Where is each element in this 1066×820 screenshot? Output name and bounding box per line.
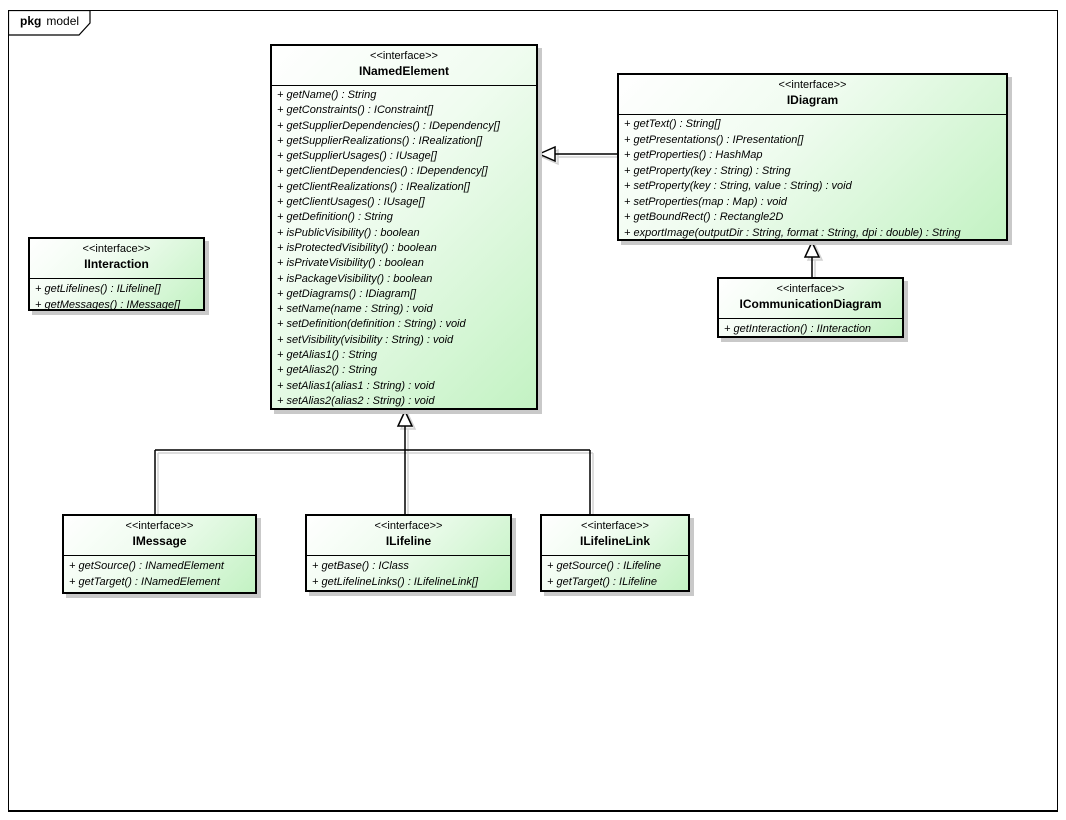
stereotype-label: <<interface>> xyxy=(370,50,438,62)
method-item: + getBase() : IClass xyxy=(312,560,409,572)
method-item: + setDefinition(definition : String) : v… xyxy=(277,318,466,331)
operations-compartment: + getName() : String + getConstraints() :… xyxy=(272,86,536,409)
package-tab xyxy=(8,10,91,36)
method-item: + getMessages() : IMessage[] xyxy=(35,299,181,311)
method-item: + setName(name : String) : void xyxy=(277,303,433,316)
method-item: + getTarget() : INamedElement xyxy=(69,576,220,588)
operations-compartment: + getText() : String[] + getPresentations… xyxy=(619,115,1006,241)
method-item: + getText() : String[] xyxy=(624,118,721,130)
method-item: + getProperties() : HashMap xyxy=(624,149,763,161)
method-item: + isPublicVisibility() : boolean xyxy=(277,226,420,239)
method-item: + exportImage(outputDir : String, format… xyxy=(624,226,961,239)
stereotype-label: <<interface>> xyxy=(778,79,847,91)
operations-compartment: + getLifelines() : ILifeline[] + getMessa… xyxy=(30,279,203,313)
method-item: + isPackageVisibility() : boolean xyxy=(277,272,433,285)
method-item: + getClientDependencies() : IDependency[… xyxy=(277,165,488,178)
class-name: IInteraction xyxy=(84,257,149,271)
generalization-arrowhead-icon xyxy=(803,240,821,258)
generalization-arrowhead-icon xyxy=(396,409,414,427)
stereotype-label: <<interface>> xyxy=(581,520,649,532)
method-item: + getSupplierDependencies() : IDependenc… xyxy=(277,119,500,132)
class-name: IDiagram xyxy=(786,93,839,107)
class-header: <<interface>> ILifelineLink xyxy=(542,516,688,556)
class-header: <<interface>> ICommunicationDiagram xyxy=(719,279,902,319)
method-item: + setProperties(map : Map) : void xyxy=(624,195,787,208)
method-item: + getBoundRect() : Rectangle2D xyxy=(624,211,784,223)
method-item: + getConstraints() : IConstraint[] xyxy=(277,104,434,117)
method-item: + getSource() : INamedElement xyxy=(69,560,224,572)
method-item: + getAlias1() : String xyxy=(277,349,377,362)
method-item: + setAlias2(alias2 : String) : void xyxy=(277,394,435,407)
stereotype-label: <<interface>> xyxy=(776,283,845,295)
method-item: + getAlias2() : String xyxy=(277,364,377,377)
method-item: + setProperty(key : String, value : Stri… xyxy=(624,180,852,192)
method-item: + getSupplierUsages() : IUsage[] xyxy=(277,150,437,163)
stereotype-label: <<interface>> xyxy=(374,520,443,532)
generalization-arrowhead-icon xyxy=(537,145,556,163)
generalization-icommunicationdiagram-to-idiagram[interactable] xyxy=(803,240,821,277)
method-item: + getProperty(key : String) : String xyxy=(624,164,791,177)
class-header: <<interface>> INamedElement xyxy=(272,46,536,86)
method-item: + getInteraction() : IInteraction xyxy=(724,323,872,335)
method-item: + getLifelineLinks() : ILifelineLink[] xyxy=(312,576,479,588)
interface-ilifelinelink[interactable]: <<interface>> ILifelineLink + getSource(… xyxy=(540,514,690,592)
method-item: + isProtectedVisibility() : boolean xyxy=(277,241,437,254)
operations-compartment: + getSource() : ILifeline + getTarget() :… xyxy=(542,556,688,590)
method-item: + isPrivateVisibility() : boolean xyxy=(277,257,424,270)
package-keyword: pkg xyxy=(20,14,42,28)
interface-inamedelement[interactable]: <<interface>> INamedElement + getName() … xyxy=(270,44,538,410)
method-item: + getName() : String xyxy=(277,89,377,101)
method-item: + getClientRealizations() : IRealization… xyxy=(277,180,470,193)
operations-compartment: + getSource() : INamedElement + getTarget… xyxy=(64,556,255,590)
operations-compartment: + getBase() : IClass + getLifelineLinks()… xyxy=(307,556,510,590)
method-item: + getDiagrams() : IDiagram[] xyxy=(277,287,417,300)
method-item: + setVisibility(visibility : String) : v… xyxy=(277,333,454,346)
method-item: + setAlias1(alias1 : String) : void xyxy=(277,379,435,392)
class-name: ILifelineLink xyxy=(579,534,650,548)
class-header: <<interface>> IDiagram xyxy=(619,75,1006,115)
interface-ilifeline[interactable]: <<interface>> ILifeline + getBase() : IC… xyxy=(305,514,512,592)
operations-compartment: + getInteraction() : IInteraction xyxy=(719,319,902,337)
method-item: + getSupplierRealizations() : IRealizati… xyxy=(277,134,483,147)
interface-iinteraction[interactable]: <<interface>> IInteraction + getLifeline… xyxy=(28,237,205,311)
class-header: <<interface>> ILifeline xyxy=(307,516,510,556)
generalization-tree-to-inamedelement[interactable] xyxy=(154,409,591,514)
method-item: + getDefinition() : String xyxy=(277,211,393,224)
class-name: ICommunicationDiagram xyxy=(739,297,882,311)
method-item: + getTarget() : ILifeline xyxy=(547,576,657,588)
stereotype-label: <<interface>> xyxy=(82,243,151,255)
class-header: <<interface>> IInteraction xyxy=(30,239,203,279)
method-item: + getClientUsages() : IUsage[] xyxy=(277,196,425,209)
package-name: model xyxy=(46,14,80,28)
class-name: IMessage xyxy=(132,534,187,548)
interface-idiagram[interactable]: <<interface>> IDiagram + getText() : Str… xyxy=(617,73,1008,241)
package-tab-label: pkg model xyxy=(20,14,79,28)
method-item: + getSource() : ILifeline xyxy=(547,560,662,572)
method-item: + getPresentations() : IPresentation[] xyxy=(624,133,804,146)
class-name: INamedElement xyxy=(358,64,450,78)
interface-icommunicationdiagram[interactable]: <<interface>> ICommunicationDiagram + ge… xyxy=(717,277,904,338)
class-name: ILifeline xyxy=(385,534,432,548)
method-item: + getLifelines() : ILifeline[] xyxy=(35,283,161,295)
stereotype-label: <<interface>> xyxy=(125,520,194,532)
generalization-idiagram-to-inamedelement[interactable] xyxy=(537,145,617,163)
interface-imessage[interactable]: <<interface>> IMessage + getSource() : I… xyxy=(62,514,257,594)
class-header: <<interface>> IMessage xyxy=(64,516,255,556)
